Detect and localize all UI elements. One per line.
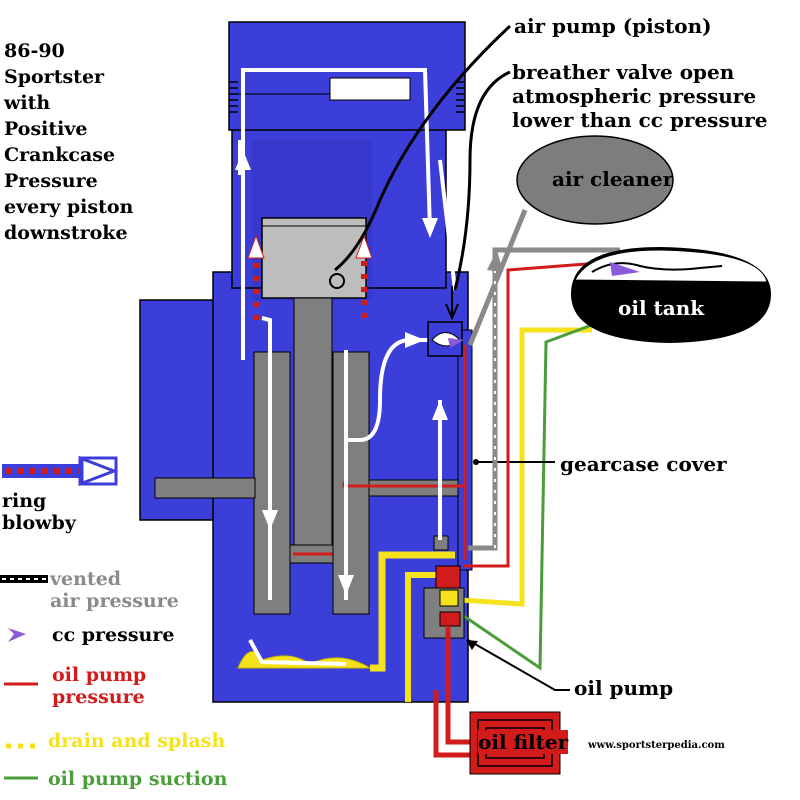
title-line: 86-90 <box>4 40 65 62</box>
breather-callout <box>453 70 511 291</box>
breather-line: lower than cc pressure <box>512 108 768 132</box>
cc-pressure-arrow <box>448 338 464 348</box>
air-pump-label: air pump (piston) <box>514 14 712 38</box>
drain-to-tank <box>459 327 592 607</box>
flywheel-right <box>332 351 370 615</box>
legend-vented-icon <box>0 575 48 583</box>
oil-pump-bottom <box>439 611 461 627</box>
gearcase-callout-dot <box>473 459 479 465</box>
suction-line <box>454 320 601 671</box>
breather-valve-label: breather valve open atmospheric pressure… <box>512 60 768 132</box>
crankshaft <box>154 477 256 499</box>
legend-line: pressure <box>52 686 145 708</box>
legend-line: ring <box>2 490 47 512</box>
title-line: downstroke <box>4 222 128 244</box>
oil-pump-mid <box>439 589 459 607</box>
oil-tank-feed <box>464 260 613 568</box>
oil-pressure-to-filter <box>445 626 470 745</box>
oil-pump-top <box>435 565 461 589</box>
oil-tank-label: oil tank <box>618 296 705 320</box>
legend-cc-pressure: cc pressure <box>52 624 175 646</box>
drain-line <box>370 551 455 672</box>
oil-filter-return <box>433 690 470 758</box>
vent-arrow <box>487 250 503 272</box>
airflow-arrowheads <box>235 150 448 595</box>
legend-line: blowby <box>2 512 76 534</box>
cc-arrow-tank <box>610 262 640 276</box>
connecting-rod <box>293 297 333 564</box>
oil-pump-callout-head <box>466 640 478 650</box>
breather-line: breather valve open <box>512 60 735 84</box>
diagram-title: 86-90 Sportster with Positive Crankcase … <box>4 38 144 246</box>
gearcase-cover-label: gearcase cover <box>560 452 727 476</box>
piston <box>261 217 367 299</box>
head-window <box>329 77 411 101</box>
ring-blowby-lines <box>247 234 373 320</box>
title-line: Pressure <box>4 170 98 192</box>
legend-drain-splash: drain and splash <box>48 730 226 752</box>
head-fins <box>229 81 465 113</box>
legend-cc-icon <box>8 628 26 642</box>
legend-ring-blowby-icon <box>2 455 119 487</box>
air-cleaner-label: air cleaner <box>552 167 674 191</box>
vent-line-2 <box>468 247 620 551</box>
legend-oil-pump-suction: oil pump suction <box>48 768 228 790</box>
legend-line: vented <box>50 568 122 590</box>
title-line: Crankcase <box>4 144 116 166</box>
crankshaft-right <box>368 479 465 497</box>
oil-pump-callout <box>467 639 570 691</box>
legend-vented-air: vented air pressure <box>50 568 179 612</box>
website-label: www.sportsterpedia.com <box>588 740 725 751</box>
piston-callout <box>334 24 512 272</box>
oil-filter-label: oil filter <box>478 730 569 754</box>
title-line: with <box>4 92 51 114</box>
piston-callout-ring <box>329 273 345 289</box>
legend-ring-blowby: ring blowby <box>2 490 76 534</box>
title-line: Sportster <box>4 66 105 88</box>
legend-oil-pump-pressure: oil pump pressure <box>52 664 146 708</box>
legend-line: air pressure <box>50 590 179 612</box>
title-line: every piston <box>4 196 134 218</box>
breather-valve-arrow <box>445 286 459 321</box>
drain-line-2 <box>405 572 436 702</box>
title-line: Positive <box>4 118 88 140</box>
breather-line: atmospheric pressure <box>512 84 757 108</box>
legend-line: oil pump <box>52 664 147 686</box>
oil-pump-label: oil pump <box>574 676 674 700</box>
oil-tank-squiggle <box>591 262 723 273</box>
air-cleaner <box>516 135 674 225</box>
